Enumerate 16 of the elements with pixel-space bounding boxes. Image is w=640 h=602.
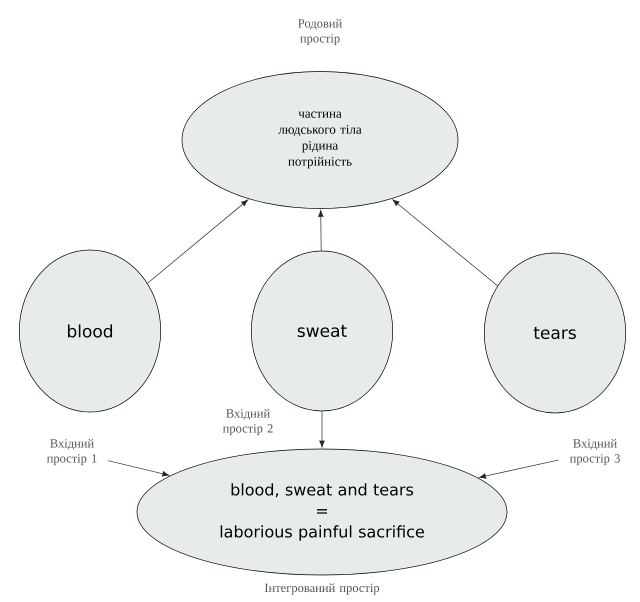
ellipse-node: sweat [250,250,394,412]
space-label: Родовий простір [298,18,342,46]
arrow [147,200,248,284]
ellipse-node: частина людського тіла рідина потрійність [182,71,458,209]
arrow [478,460,560,479]
arrow [392,199,498,286]
ellipse-node: blood, sweat and tears = laborious painful sacrifice [136,448,508,576]
space-label: Інтегрований простір [264,583,380,595]
space-label: Вхідний простір 3 [570,438,620,466]
arrow [319,411,325,448]
ellipse-node: tears [484,252,626,414]
space-label: Вхідний простір 2 [222,408,273,436]
ellipse-node: blood [18,250,162,412]
space-label: Вхідний простір 1 [46,438,97,466]
arrow [108,460,170,476]
arrow [318,210,324,251]
